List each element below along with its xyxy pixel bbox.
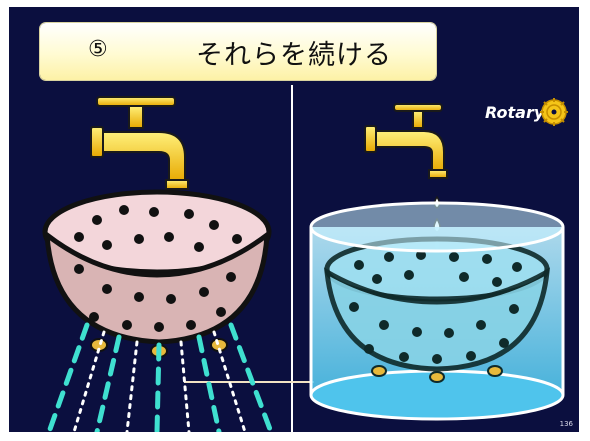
right-faucet-icon [364,103,448,179]
right-colander-icon [323,236,550,383]
page-number: 136 [559,420,573,428]
left-faucet-icon [90,96,189,190]
rotary-wheel-icon [540,98,568,126]
slide: ⑤ それらを続ける Rotary 136 [9,7,579,432]
rotary-wordmark: Rotary [485,103,545,122]
page-title: それらを続ける [196,40,392,71]
water-tub-icon [309,201,565,421]
left-colander-icon [42,189,272,358]
illustration [42,85,565,432]
title-number: ⑤ [88,37,108,62]
title-box: ⑤ それらを続ける [40,23,436,80]
falling-water-streams [46,322,274,432]
